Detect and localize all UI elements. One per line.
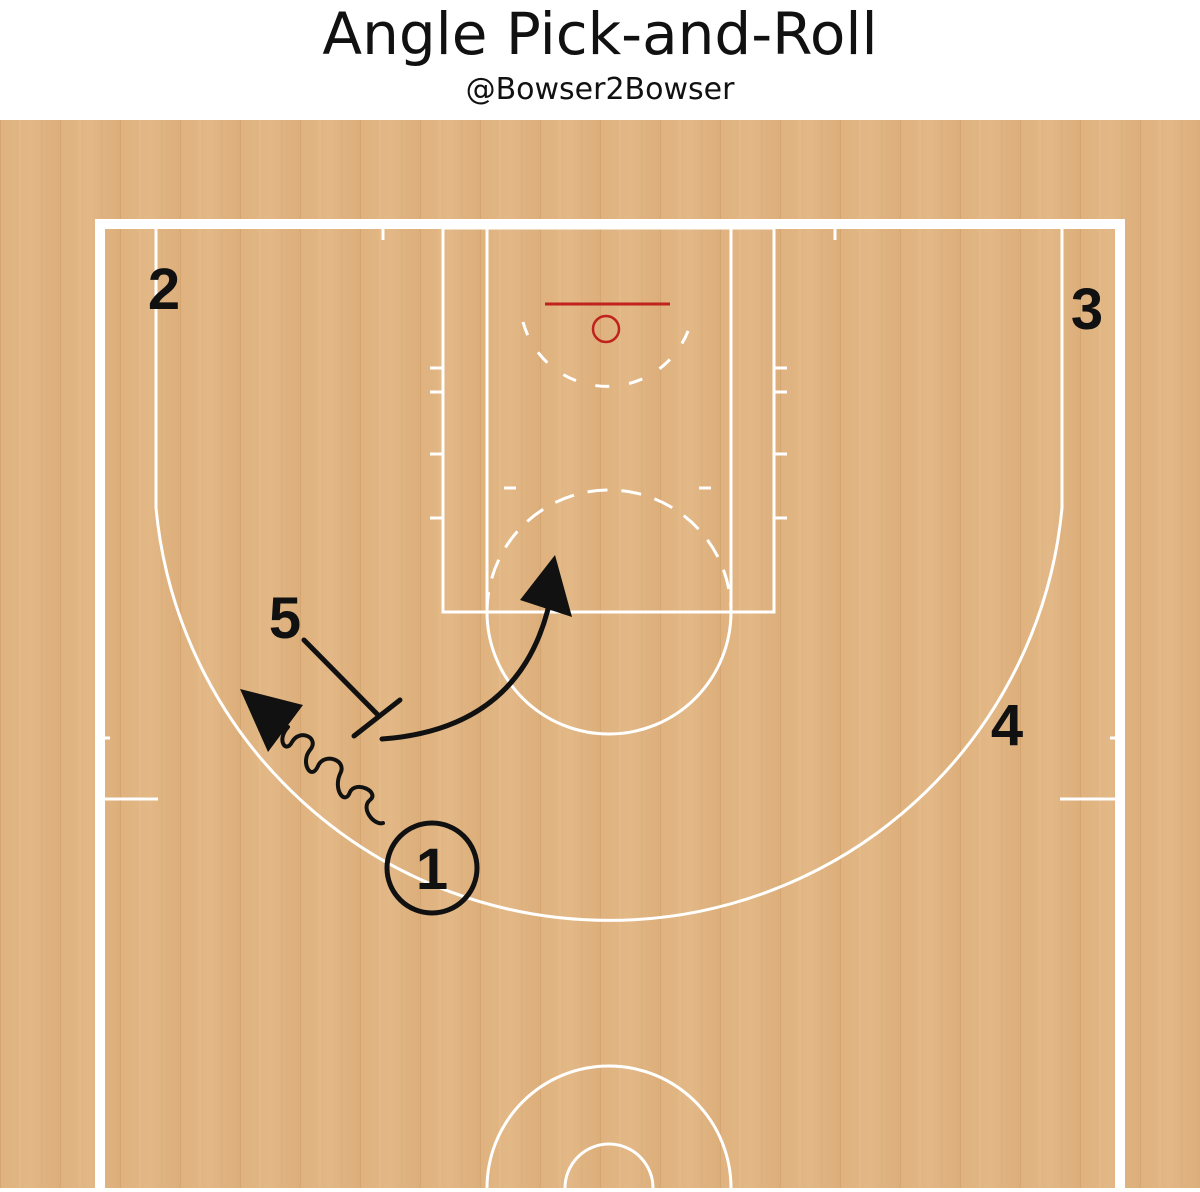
court-floor [0, 120, 1200, 1188]
play-actions [240, 555, 572, 826]
dribble-path [280, 725, 385, 826]
player-5: 5 [269, 586, 301, 651]
court-diagram: 1 2 3 4 5 [0, 120, 1200, 1189]
baseline-ticks [381, 228, 837, 240]
free-throw-circle-dashed [485, 488, 733, 613]
player-1: 1 [416, 837, 448, 902]
roll-arrowhead [520, 555, 572, 617]
lane-outer [441, 226, 776, 614]
dribble-arrowhead [240, 689, 303, 752]
player-3: 3 [1071, 277, 1103, 342]
basketball-court: 1 2 3 4 5 [0, 120, 1200, 1189]
restricted-area [521, 321, 693, 388]
lane-inner [485, 228, 733, 612]
players: 1 2 3 4 5 [148, 257, 1103, 916]
court-boundary [95, 219, 1125, 1188]
roll-path [379, 582, 556, 742]
player-1-circle [384, 820, 480, 916]
free-throw-circle-solid [485, 611, 733, 736]
player-4: 4 [991, 693, 1023, 758]
screen-line-5 [301, 637, 381, 718]
diagram-header: Angle Pick-and-Roll @Bowser2Bowser [0, 0, 1200, 120]
center-circle-inner [563, 1142, 655, 1189]
three-point-line [154, 228, 1064, 922]
player-2: 2 [148, 257, 180, 322]
center-circle-outer [485, 1064, 733, 1189]
screen-bar [351, 697, 403, 739]
diagram-title: Angle Pick-and-Roll [322, 0, 878, 68]
diagram-subtitle: @Bowser2Bowser [465, 72, 735, 107]
lane-hash-marks [430, 366, 787, 520]
rim [591, 314, 621, 344]
court-lines [95, 219, 1125, 1189]
